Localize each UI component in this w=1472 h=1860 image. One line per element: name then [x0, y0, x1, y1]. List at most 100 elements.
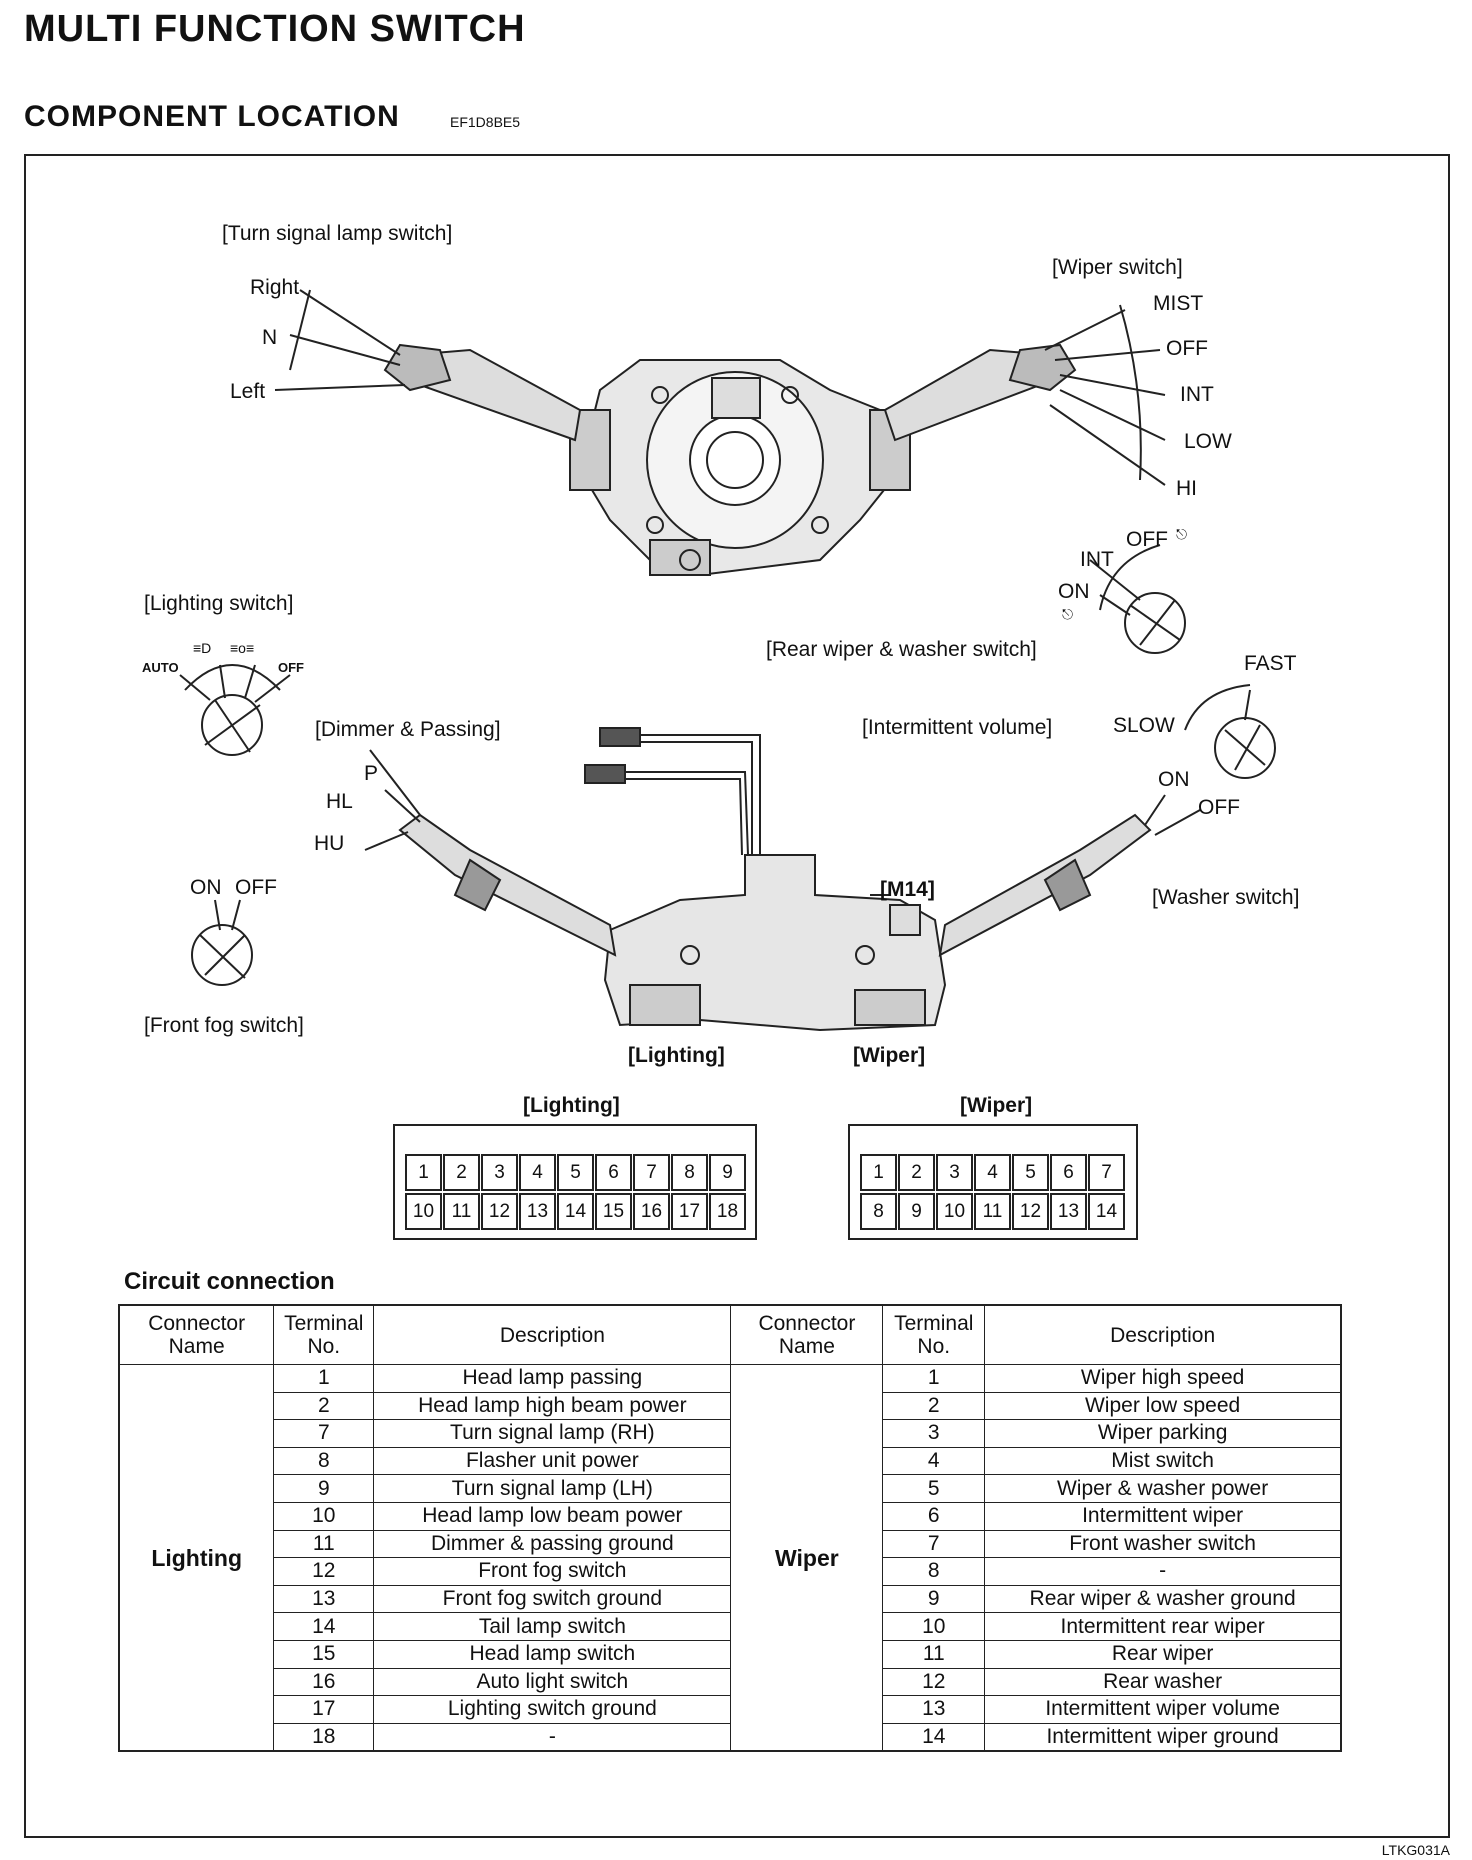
lower-switch-body	[364, 749, 1201, 1032]
wiper-switch-title: [Wiper switch]	[1052, 256, 1183, 279]
m14-label: [M14]	[880, 878, 935, 901]
terminal-description: Intermittent rear wiper	[984, 1612, 1342, 1641]
connector-pin: 1	[405, 1154, 442, 1191]
int-volume-title: [Intermittent volume]	[862, 716, 1053, 739]
terminal-description: Front washer switch	[984, 1529, 1342, 1559]
header-connector: Connector Name	[118, 1304, 275, 1365]
terminal-no: 6	[882, 1501, 986, 1531]
wiper-stalk	[883, 304, 1166, 486]
connector-pin: 10	[405, 1193, 442, 1230]
terminal-no: 2	[882, 1391, 986, 1421]
terminal-no: 11	[273, 1529, 375, 1559]
rear-wiper-dial	[1089, 544, 1186, 654]
terminal-no: 13	[273, 1584, 375, 1614]
rear-wiper-off: OFF	[1126, 528, 1168, 551]
terminal-description: Wiper low speed	[984, 1391, 1342, 1421]
turn-signal-title: [Turn signal lamp switch]	[222, 222, 453, 245]
terminal-description: Front fog switch	[373, 1557, 732, 1586]
int-volume-fast: FAST	[1244, 652, 1297, 675]
document-code: EF1D8BE5	[450, 114, 521, 130]
terminal-description: Intermittent wiper volume	[984, 1695, 1342, 1724]
connector-pin: 14	[1088, 1193, 1125, 1230]
header-terminal: Terminal No.	[273, 1304, 375, 1365]
wiper-mist: MIST	[1153, 292, 1204, 315]
fog-title: [Front fog switch]	[144, 1014, 304, 1037]
terminal-description: Dimmer & passing ground	[373, 1529, 732, 1559]
dimmer-p: P	[364, 762, 379, 785]
terminal-description: -	[984, 1557, 1342, 1586]
terminal-description: Head lamp high beam power	[373, 1391, 732, 1421]
connector-pin: 11	[443, 1193, 480, 1230]
terminal-description: Front fog switch ground	[373, 1584, 732, 1614]
terminal-description: Lighting switch ground	[373, 1695, 732, 1724]
connector-pin: 5	[1012, 1154, 1049, 1191]
rear-wiper-icon: ⎋	[1176, 526, 1188, 542]
page-title: MULTI FUNCTION SWITCH	[24, 8, 526, 50]
connector-pin: 8	[860, 1193, 897, 1230]
connector-pin: 7	[633, 1154, 670, 1191]
header-terminal: Terminal No.	[882, 1304, 986, 1365]
circuit-table: Connector Name Terminal No. Description …	[118, 1304, 1342, 1753]
terminal-no: 9	[882, 1584, 986, 1614]
header-connector: Connector Name	[730, 1304, 884, 1365]
connector-pin: 1	[860, 1154, 897, 1191]
terminal-no: 17	[273, 1695, 375, 1724]
terminal-description: Tail lamp switch	[373, 1612, 732, 1641]
terminal-no: 1	[882, 1364, 986, 1393]
wiper-off: OFF	[1166, 337, 1208, 360]
lighting-switch-title: [Lighting switch]	[144, 592, 294, 615]
terminal-no: 11	[882, 1639, 986, 1669]
connector-pin: 11	[974, 1193, 1011, 1230]
header-description: Description	[373, 1304, 732, 1365]
washer-title: [Washer switch]	[1152, 886, 1300, 909]
terminal-no: 10	[882, 1612, 986, 1641]
terminal-no: 14	[273, 1612, 375, 1641]
lower-switch-cables	[584, 727, 761, 856]
terminal-no: 15	[273, 1639, 375, 1669]
connector-pin: 7	[1088, 1154, 1125, 1191]
front-fog-dial	[191, 899, 253, 986]
upper-switch-body	[569, 359, 911, 577]
terminal-no: 7	[882, 1529, 986, 1559]
connector-pin: 3	[936, 1154, 973, 1191]
connector-pin: 4	[519, 1154, 556, 1191]
wiper-connector-label: [Wiper]	[853, 1044, 926, 1067]
headlamp-icon: ≡D	[193, 640, 212, 656]
connector-pin: 6	[1050, 1154, 1087, 1191]
terminal-no: 9	[273, 1474, 375, 1503]
connector-pin: 9	[709, 1154, 746, 1191]
turn-signal-neutral: N	[262, 326, 278, 349]
connector-pin: 17	[671, 1193, 708, 1230]
terminal-description: Wiper parking	[984, 1419, 1342, 1448]
terminal-no: 14	[882, 1722, 986, 1752]
terminal-no: 5	[882, 1474, 986, 1503]
figure-id: LTKG031A	[1381, 1842, 1450, 1858]
terminal-description: Flasher unit power	[373, 1446, 732, 1476]
wiper-low: LOW	[1184, 430, 1232, 453]
washer-off: OFF	[1198, 796, 1240, 819]
terminal-description: Mist switch	[984, 1446, 1342, 1476]
connector-pin: 2	[898, 1154, 935, 1191]
diagram-frame	[24, 154, 1450, 1838]
terminal-no: 8	[273, 1446, 375, 1476]
terminal-no: 2	[273, 1391, 375, 1421]
terminal-no: 12	[882, 1667, 986, 1697]
circuit-title: Circuit connection	[124, 1268, 335, 1295]
connector-pin: 9	[898, 1193, 935, 1230]
terminal-no: 16	[273, 1667, 375, 1697]
terminal-no: 18	[273, 1722, 375, 1752]
connector-pin: 12	[1012, 1193, 1049, 1230]
lighting-off: OFF	[278, 660, 304, 675]
terminal-description: Wiper high speed	[984, 1364, 1342, 1393]
